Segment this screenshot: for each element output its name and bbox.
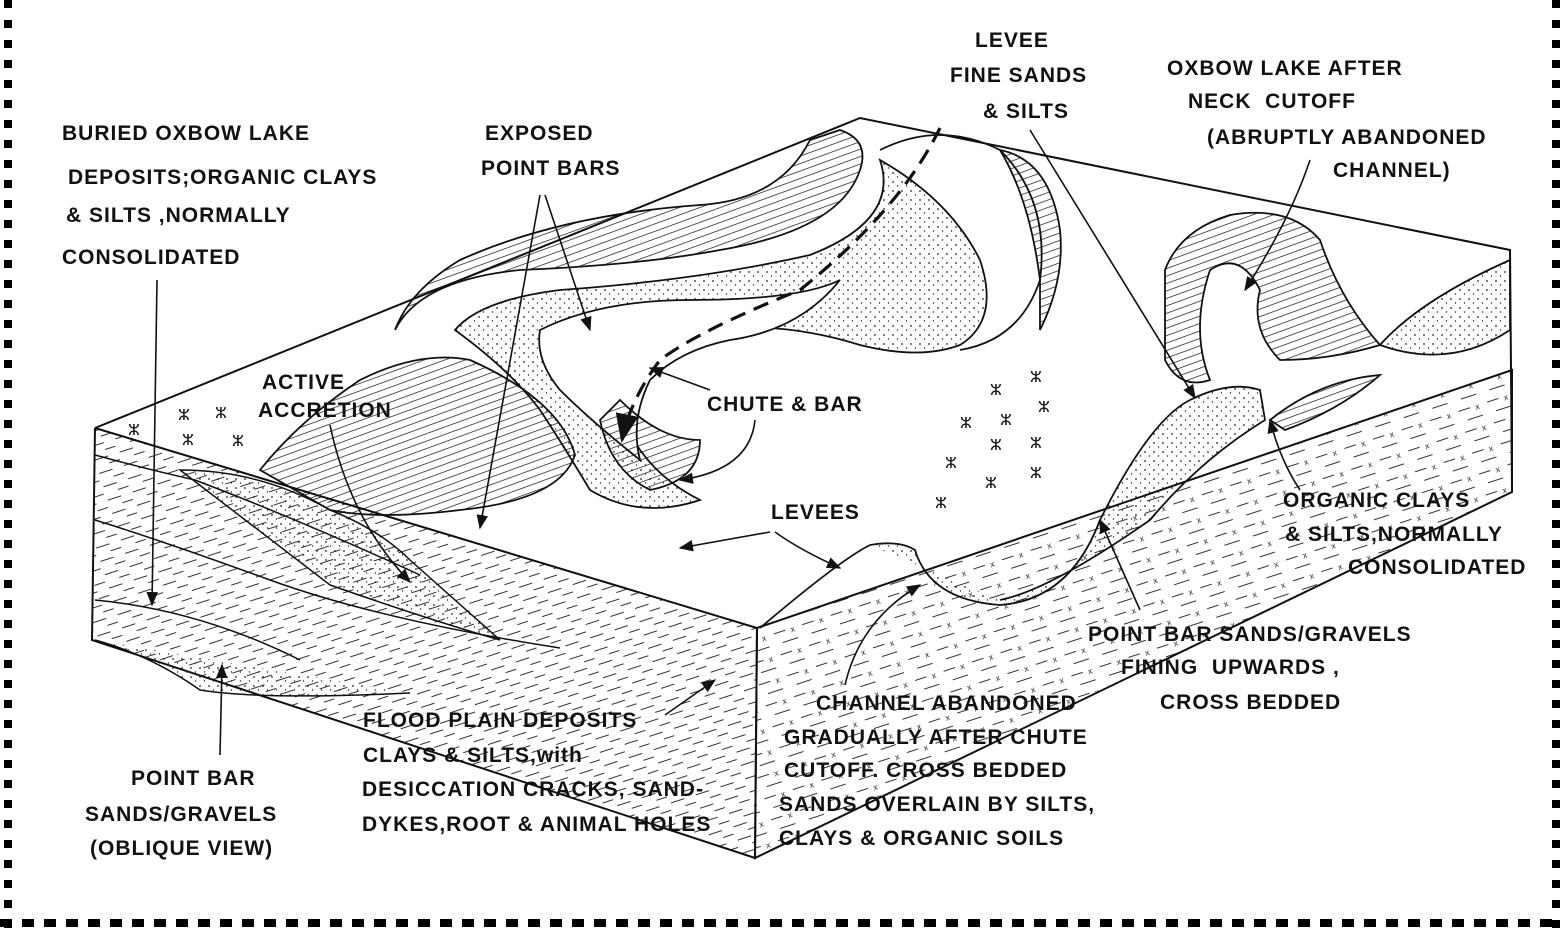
label-line: OXBOW LAKE AFTER (1167, 58, 1403, 79)
svg-text:ⵣ: ⵣ (985, 474, 997, 492)
label-line: DYKES,ROOT & ANIMAL HOLES (362, 814, 711, 835)
label-line: DESICCATION CRACKS, SAND- (362, 779, 704, 800)
label-line: POINT BAR SANDS/GRAVELS (1088, 624, 1412, 645)
label-line: ACTIVE (262, 372, 345, 393)
label-line: CLAYS & ORGANIC SOILS (779, 828, 1064, 849)
label-levees: LEVEES (771, 502, 860, 523)
label-line: (OBLIQUE VIEW) (90, 838, 273, 859)
label-line: & SILTS (983, 101, 1069, 122)
label-line: SANDS OVERLAIN BY SILTS, (779, 794, 1095, 815)
label-line: POINT BARS (481, 158, 621, 179)
svg-text:ⵣ: ⵣ (178, 406, 190, 424)
svg-text:ⵣ: ⵣ (1030, 368, 1042, 386)
label-line: CROSS BEDDED (1160, 692, 1341, 713)
label-line: NECK CUTOFF (1188, 91, 1356, 112)
arrow-chute-bar-1 (650, 368, 710, 390)
label-line: LEVEE (975, 30, 1049, 51)
label-line: FINE SANDS (950, 65, 1087, 86)
svg-text:ⵣ: ⵣ (1000, 411, 1012, 429)
label-line: FINING UPWARDS , (1121, 657, 1340, 678)
label-line: CUTOFF. CROSS BEDDED (784, 760, 1067, 781)
label-line: SANDS/GRAVELS (85, 804, 277, 825)
arrow-levees-2 (775, 532, 840, 568)
label-line: ACCRETION (258, 400, 392, 421)
svg-text:ⵣ: ⵣ (1030, 464, 1042, 482)
label-line: & SILTS ,NORMALLY (66, 205, 291, 226)
label-line: ORGANIC CLAYS (1283, 490, 1470, 511)
label-line: CLAYS & SILTS,with (363, 745, 583, 766)
svg-text:ⵣ: ⵣ (128, 421, 140, 439)
svg-text:ⵣ: ⵣ (232, 432, 244, 450)
label-line: CHANNEL) (1333, 160, 1451, 181)
svg-text:ⵣ: ⵣ (935, 494, 947, 512)
front-right-face (755, 370, 1512, 858)
label-line: EXPOSED (485, 123, 594, 144)
label-line: CONSOLIDATED (1348, 557, 1526, 578)
meander-channel (260, 130, 1061, 515)
label-line: CONSOLIDATED (62, 247, 240, 268)
svg-text:ⵣ: ⵣ (990, 381, 1002, 399)
label-line: DEPOSITS;ORGANIC CLAYS (68, 167, 377, 188)
label-line: (ABRUPTLY ABANDONED (1207, 127, 1487, 148)
svg-text:ⵣ: ⵣ (215, 404, 227, 422)
svg-text:ⵣ: ⵣ (990, 436, 1002, 454)
label-chute-bar: CHUTE & BAR (707, 394, 863, 415)
svg-text:ⵣ: ⵣ (1030, 434, 1042, 452)
svg-text:ⵣ: ⵣ (945, 454, 957, 472)
label-line: & SILTS,NORMALLY (1285, 524, 1503, 545)
label-line: BURIED OXBOW LAKE (62, 123, 310, 144)
label-line: CHANNEL ABANDONED (816, 693, 1077, 714)
label-line: FLOOD PLAIN DEPOSITS (363, 710, 637, 731)
arrow-levees-1 (680, 532, 770, 548)
svg-text:ⵣ: ⵣ (1038, 398, 1050, 416)
label-line: POINT BAR (131, 768, 256, 789)
label-line: GRADUALLY AFTER CHUTE (784, 727, 1088, 748)
svg-text:ⵣ: ⵣ (960, 414, 972, 432)
svg-text:ⵣ: ⵣ (182, 431, 194, 449)
